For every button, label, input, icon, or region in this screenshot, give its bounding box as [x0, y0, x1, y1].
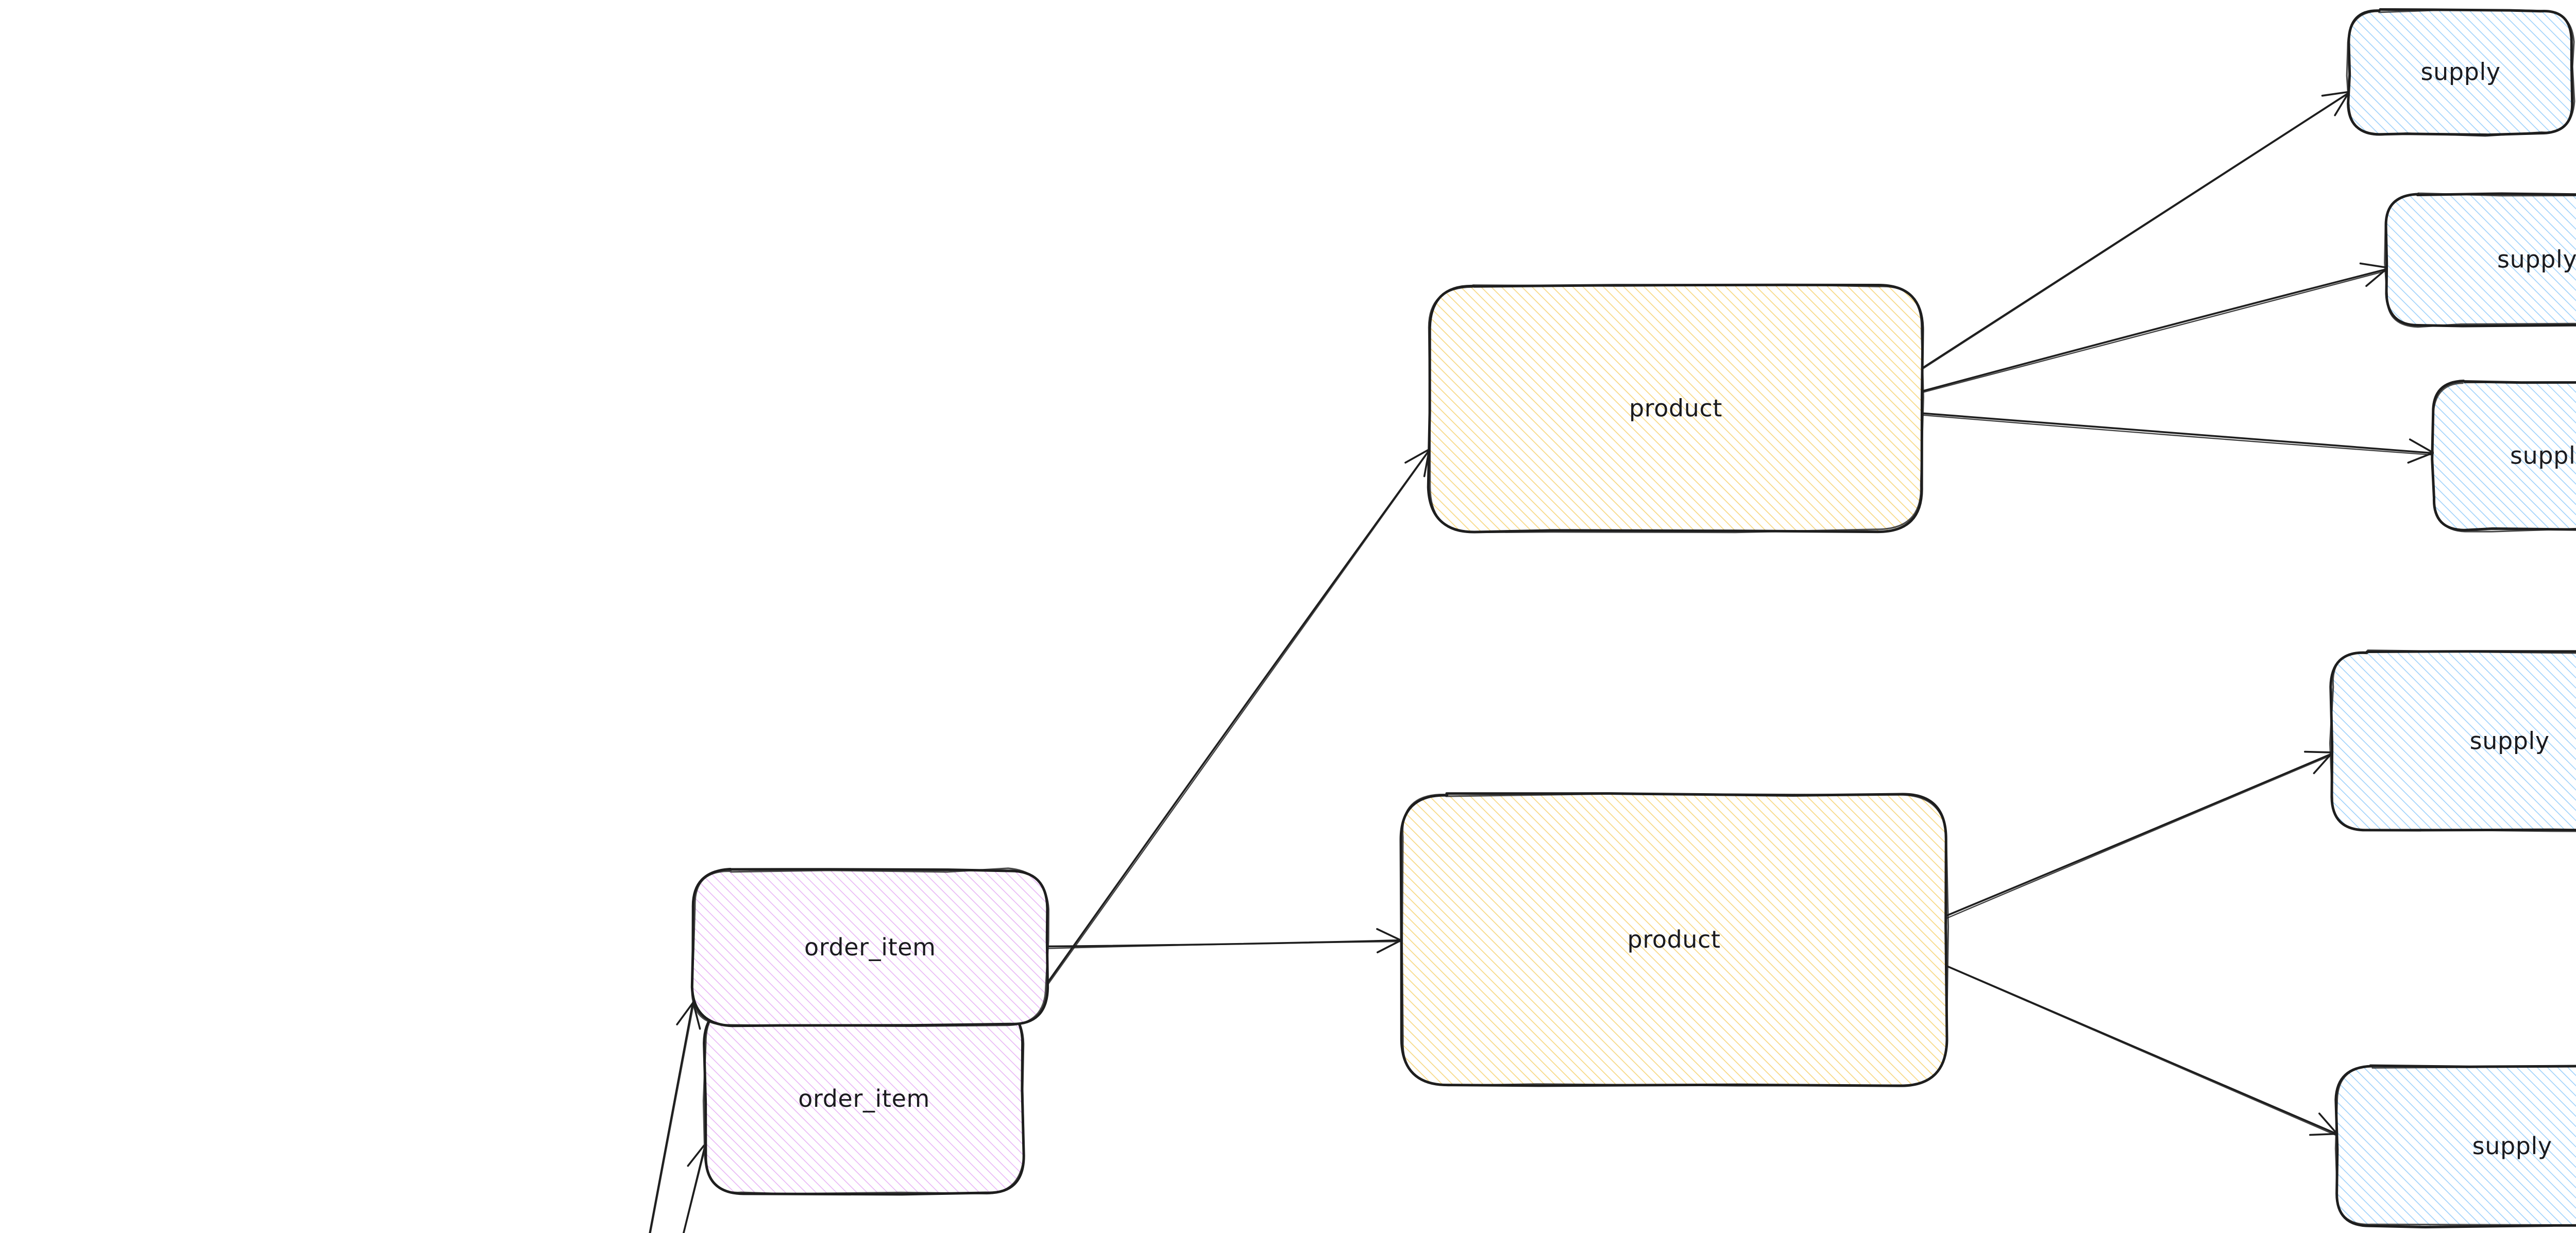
edge-line — [683, 1146, 706, 1233]
edge-order_item_top-to-product_top[interactable] — [1022, 449, 1430, 1019]
arrowhead-icon — [2318, 1112, 2338, 1135]
edge-product_top-to-supply_t2[interactable] — [1922, 262, 2388, 393]
arrowhead-icon — [2359, 262, 2388, 269]
node-label-product_bottom: product — [1628, 926, 1721, 953]
node-outline-supply_t2 — [2384, 192, 2576, 328]
arrowhead-icon — [1376, 928, 1403, 942]
edge-line — [1922, 93, 2349, 370]
node-outline-supply_t3 — [2431, 380, 2576, 532]
arrowhead-icon — [2334, 91, 2350, 116]
node-fill-supply_b1 — [2331, 651, 2576, 832]
node-supply_t2[interactable]: supply — [2384, 192, 2576, 328]
edge-line — [648, 1002, 694, 1233]
node-order_item_top[interactable]: order_item — [702, 1002, 1025, 1196]
node-supply_t1[interactable]: supply — [2346, 8, 2575, 137]
node-fill-supply_t1 — [2348, 10, 2573, 134]
node-outline-supply_t3 — [2431, 381, 2576, 533]
node-outline-order_item_bottom — [691, 867, 1049, 1027]
node-layer: orderorder_itemorder_itemproductproducts… — [690, 8, 2576, 1228]
node-outline-product_bottom — [1401, 793, 1950, 1087]
arrowhead-icon — [2313, 752, 2333, 775]
node-product_bottom[interactable]: product — [1399, 792, 1950, 1087]
node-supply_t3[interactable]: supply — [2431, 380, 2576, 533]
edge-line — [682, 1144, 706, 1233]
node-fill-supply_b2 — [2336, 1066, 2576, 1227]
node-label-supply_t2: supply — [2497, 246, 2576, 273]
edge-line — [1045, 939, 1402, 948]
node-label-supply_t1: supply — [2421, 58, 2501, 86]
arrowhead-icon — [2409, 438, 2434, 453]
arrowhead-icon — [2365, 268, 2387, 287]
node-fill-supply_t3 — [2433, 381, 2576, 530]
node-label-order_item_bottom: order_item — [804, 933, 936, 961]
arrowhead-icon — [2407, 451, 2435, 464]
node-outline-supply_b1 — [2329, 649, 2576, 832]
node-fill-order_item_top — [704, 1003, 1024, 1194]
node-label-product_top: product — [1629, 395, 1722, 422]
arrowhead-icon — [2321, 91, 2349, 97]
node-outline-supply_t1 — [2346, 9, 2575, 137]
node-fill-product_bottom — [1401, 794, 1947, 1086]
edge-line — [1922, 414, 2434, 456]
node-fill-product_top — [1429, 284, 1923, 533]
edge-product_bottom-to-supply_b1[interactable] — [1945, 750, 2333, 919]
node-order_item_bottom[interactable]: order_item — [690, 867, 1049, 1028]
node-label-supply_b1: supply — [2470, 727, 2550, 755]
arrowhead-icon — [676, 1001, 694, 1025]
edge-order-to-order_item_top[interactable] — [550, 1143, 712, 1233]
edge-order-to-order_item_bottom[interactable] — [551, 1001, 701, 1233]
edge-line — [1945, 752, 2333, 917]
arrowhead-icon — [2309, 1133, 2338, 1136]
edge-line — [1921, 412, 2434, 454]
edge-line — [1023, 451, 1429, 1019]
node-label-supply_b2: supply — [2472, 1132, 2552, 1160]
edge-line — [1022, 450, 1430, 1018]
node-fill-order_item_bottom — [692, 870, 1048, 1026]
edge-line — [1922, 270, 2388, 393]
node-outline-supply_b1 — [2329, 650, 2576, 832]
node-outline-supply_b2 — [2334, 1065, 2576, 1226]
arrowhead-icon — [1404, 449, 1430, 464]
node-label-supply_t3: supply — [2510, 441, 2576, 469]
node-product_top[interactable]: product — [1427, 283, 1924, 534]
edge-product_bottom-to-supply_b2[interactable] — [1944, 964, 2338, 1136]
node-outline-product_top — [1428, 283, 1924, 534]
arrowhead-icon — [687, 1144, 705, 1167]
edge-line — [1946, 754, 2333, 919]
edge-line — [649, 1004, 694, 1233]
edge-line — [1046, 940, 1401, 949]
edge-order_item_bottom-to-product_bottom[interactable] — [1045, 928, 1403, 953]
edge-line — [1922, 268, 2388, 392]
edge-layer — [550, 91, 2435, 1233]
edge-line — [1946, 966, 2337, 1136]
edge-product_top-to-supply_t3[interactable] — [1921, 412, 2435, 464]
node-outline-supply_b2 — [2334, 1064, 2576, 1228]
node-fill-supply_t2 — [2386, 194, 2576, 325]
edge-product_top-to-supply_t1[interactable] — [1921, 91, 2351, 370]
arrowhead-icon — [1376, 939, 1402, 953]
edge-line — [1944, 964, 2338, 1135]
node-supply_b1[interactable]: supply — [2329, 649, 2576, 832]
node-label-order_item_top: order_item — [798, 1085, 930, 1112]
node-supply_b2[interactable]: supply — [2334, 1064, 2576, 1228]
